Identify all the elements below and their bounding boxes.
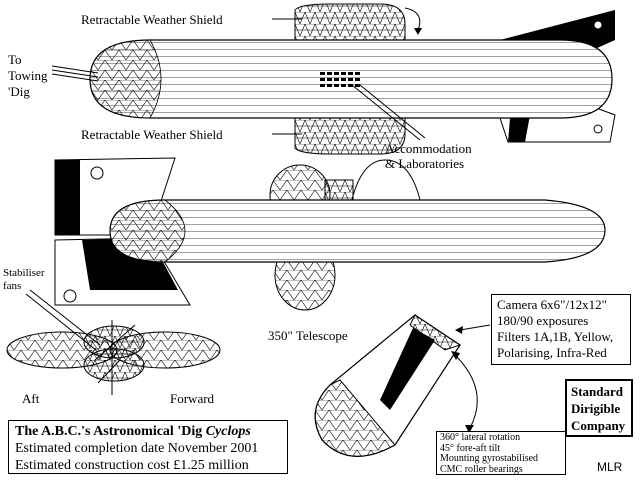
company-line-1: Standard	[571, 384, 624, 399]
label-aft: Aft	[22, 391, 40, 406]
airship-top-view	[51, 3, 616, 155]
mount-line-3: Mounting gyrostabilised	[440, 453, 539, 464]
company-line-2: Dirigible	[571, 401, 621, 416]
label-telescope: 350" Telescope	[268, 328, 348, 343]
label-stabiliser-2: fans	[3, 280, 22, 292]
title-box: The A.B.C.'s Astronomical 'Dig Cyclops E…	[8, 420, 288, 474]
title-line-3: Estimated construction cost £1.25 millio…	[15, 458, 249, 473]
company-box: Standard Dirigible Company	[565, 379, 633, 437]
title-prefix: The A.B.C.'s Astronomical 'Dig	[15, 424, 206, 439]
mount-spec-box: 360° lateral rotation 45° fore-aft tilt …	[436, 431, 566, 475]
camera-line-1: Camera 6x6"/12x12"	[497, 297, 607, 312]
mount-line-2: 45° fore-aft tilt	[440, 442, 501, 454]
accommodation-windows	[320, 72, 360, 87]
title-ship-name: Cyclops	[205, 424, 251, 439]
mount-line-4: CMC roller bearings	[440, 463, 523, 475]
label-accommodation-2: & Laboratories	[385, 156, 465, 171]
stabiliser-view	[6, 289, 221, 395]
label-stabiliser-1: Stabiliser	[3, 267, 45, 279]
camera-line-3: Filters 1A,1B, Yellow,	[497, 329, 614, 344]
artist-initials: MLR	[597, 460, 623, 474]
weather-shield-bottom	[294, 115, 406, 155]
label-towing-3: 'Dig	[8, 84, 30, 99]
label-weather-shield-top: Retractable Weather Shield	[81, 12, 223, 27]
label-weather-shield-bottom: Retractable Weather Shield	[81, 127, 223, 142]
camera-spec-box: Camera 6x6"/12x12" 180/90 exposures Filt…	[491, 294, 631, 365]
label-towing-2: Towing	[8, 68, 48, 83]
title-line-1: The A.B.C.'s Astronomical 'Dig Cyclops	[15, 423, 281, 440]
mount-line-1: 360° lateral rotation	[440, 432, 521, 443]
camera-line-4: Polarising, Infra-Red	[497, 345, 607, 360]
label-towing-1: To	[8, 52, 22, 67]
label-accommodation-1: Accommodation	[385, 141, 472, 156]
label-forward: Forward	[170, 391, 215, 406]
camera-line-2: 180/90 exposures	[497, 313, 589, 328]
weather-shield-top	[294, 3, 406, 43]
title-line-2: Estimated completion date November 2001	[15, 441, 259, 456]
telescope-drawing	[314, 314, 491, 457]
company-line-3: Company	[571, 418, 626, 433]
airship-side-view	[54, 157, 606, 311]
